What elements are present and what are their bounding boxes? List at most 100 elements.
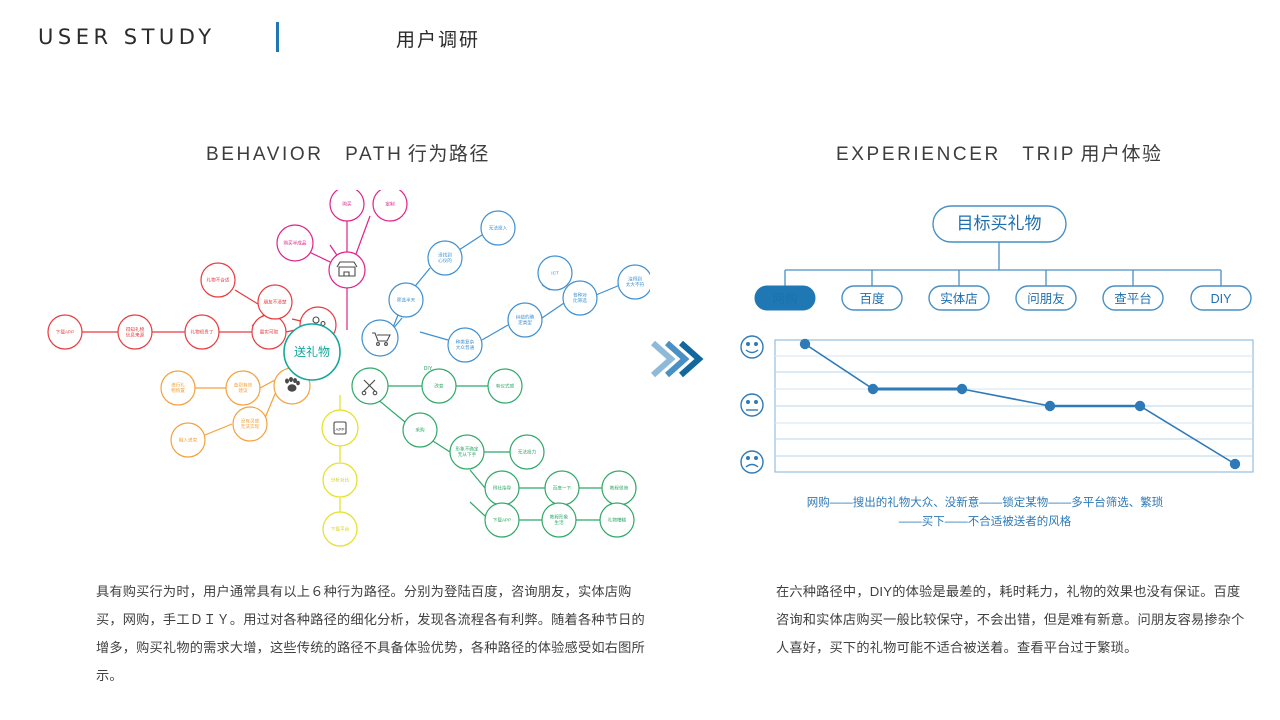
svg-text:采购: 采购: [415, 427, 425, 434]
tree-connectors: [784, 242, 1222, 286]
chart-y-axis-faces: [740, 335, 764, 474]
chart-point-3[interactable]: [1044, 400, 1056, 412]
tree-node-label-0: 网购: [772, 291, 797, 306]
svg-text:教程形象: 教程形象: [550, 514, 569, 521]
tree-node-label-3: 问朋友: [1027, 292, 1065, 306]
branch-online-shop-nodes: 筛选半天 没找到 心仪的 无法投入 种类复杂 大众普通 纠结的确 定类型 各种对…: [361, 210, 650, 363]
svg-text:信息来源: 信息来源: [126, 331, 145, 338]
svg-text:分析对比: 分析对比: [331, 477, 350, 484]
svg-text:融入进究: 融入进究: [179, 437, 198, 444]
svg-text:礼物糟糕: 礼物糟糕: [608, 517, 627, 524]
branch-diy-nodes: DIY 改变 有仪式感 采购 形象不确定 无从下手 无法投力 得社指导 百度一下…: [351, 366, 637, 538]
chart-caption-line-2: ——买下——不合适被送者的风格: [898, 516, 1072, 528]
svg-text:筛选半天: 筛选半天: [397, 297, 416, 304]
chart-point-4[interactable]: [1134, 400, 1146, 412]
svg-text:朋友不清楚: 朋友不清楚: [264, 299, 287, 306]
header-title-en: USER STUDY: [38, 25, 216, 49]
chart-point-5[interactable]: [1229, 458, 1241, 470]
page-header: USER STUDY 用户调研: [0, 0, 1280, 78]
svg-text:物购置: 物购置: [171, 387, 185, 394]
svg-text:无从下手: 无从下手: [458, 451, 477, 458]
svg-text:得知礼物: 得知礼物: [126, 326, 145, 333]
tree-node-chapingtai[interactable]: [1102, 285, 1164, 311]
experience-title-cn: 用户体验: [1080, 144, 1163, 165]
chart-point-0[interactable]: [799, 338, 811, 350]
svg-text:礼物很贵了: 礼物很贵了: [191, 329, 214, 336]
cart-icon: [372, 332, 391, 346]
experience-trip-title: EXPERIENCER TRIP 用户体验: [836, 139, 1163, 166]
tree-node-label-2: 实体店: [940, 291, 978, 306]
experience-title-en: EXPERIENCER TRIP: [836, 144, 1077, 165]
tree-node-baidu[interactable]: [841, 285, 903, 311]
svg-text:比筛选: 比筛选: [573, 297, 587, 304]
svg-text:DIY: DIY: [424, 366, 433, 372]
paw-icon: [285, 377, 300, 392]
svg-text:最实可取: 最实可取: [260, 329, 279, 336]
mindmap-center-node: 送礼物: [283, 323, 341, 381]
svg-text:礼物不合适: 礼物不合适: [207, 277, 230, 284]
app-icon: APP: [333, 421, 347, 435]
shop-icon: [336, 261, 358, 277]
tree-node-shitidian[interactable]: [928, 285, 990, 311]
tree-node-wenpengyou[interactable]: [1015, 285, 1077, 311]
svg-text:没找到: 没找到: [438, 252, 452, 259]
svg-text:教程很简: 教程很简: [610, 485, 629, 492]
chart-data-points: [799, 338, 1241, 470]
branch-shop-nodes: 购买 定制 购买半成品: [276, 190, 408, 289]
behavior-description-paragraph: 具有购买行为时，用户通常具有以上６种行为路径。分别为登陆百度，咨询朋友，实体店购…: [96, 584, 645, 683]
tree-node-wanggou[interactable]: [754, 285, 816, 311]
svg-text:定制: 定制: [385, 201, 395, 208]
svg-text:有仪式感: 有仪式感: [496, 383, 515, 390]
svg-text:百度一下: 百度一下: [553, 485, 572, 492]
svg-text:下载平台: 下载平台: [331, 526, 350, 533]
svg-text:定类型: 定类型: [518, 319, 532, 326]
svg-text:得社指导: 得社指导: [493, 485, 512, 492]
scissors-icon: [361, 379, 378, 396]
branch-app-nodes: APP 分析对比 下载平台: [321, 409, 359, 547]
svg-text:生活: 生活: [554, 519, 564, 526]
svg-text:购买半成品: 购买半成品: [284, 240, 307, 247]
behavior-title-en: BEHAVIOR PATH: [206, 144, 404, 165]
chart-point-1[interactable]: [867, 383, 879, 395]
mindmap-center-label: 送礼物: [294, 344, 330, 359]
svg-text:查到有效: 查到有效: [234, 382, 253, 389]
svg-text:购买: 购买: [342, 201, 352, 208]
chart-gridlines: [774, 339, 1254, 473]
experience-journey-chart: [730, 325, 1260, 490]
svg-text:各种对: 各种对: [573, 292, 587, 299]
chart-point-2[interactable]: [956, 383, 968, 395]
svg-text:种类复杂: 种类复杂: [456, 339, 475, 346]
svg-text:下载APP: 下载APP: [56, 329, 74, 336]
smile-face-icon: [740, 335, 764, 359]
svg-text:太大不符: 太大不符: [626, 281, 645, 288]
svg-text:ICT: ICT: [551, 271, 559, 276]
tree-node-label-4: 查平台: [1114, 291, 1152, 306]
tree-node-label-1: 百度: [859, 291, 885, 306]
tree-root-label: 目标买礼物: [957, 214, 1042, 233]
svg-text:没有灵感: 没有灵感: [241, 418, 260, 425]
svg-text:纠结的确: 纠结的确: [516, 314, 535, 321]
svg-text:心仪的: 心仪的: [438, 257, 452, 264]
svg-text:无法实现: 无法实现: [241, 423, 260, 430]
tree-node-diy[interactable]: [1190, 285, 1252, 311]
header-title-cn: 用户调研: [396, 30, 481, 51]
chart-data-line: [804, 343, 1236, 465]
svg-text:形象不确定: 形象不确定: [456, 446, 479, 453]
svg-text:进行礼: 进行礼: [171, 382, 185, 389]
svg-text:无法投力: 无法投力: [518, 449, 537, 456]
neutral-face-icon: [740, 393, 764, 417]
header-divider: [276, 22, 279, 52]
sad-face-icon: [740, 450, 764, 474]
svg-text:无法投入: 无法投入: [489, 225, 508, 232]
svg-text:APP: APP: [335, 427, 344, 432]
svg-text:下载APP: 下载APP: [493, 517, 511, 524]
chart-caption: 网购——搜出的礼物大众、没新意——锁定某物——多平台筛选、繁琐 ——买下——不合…: [760, 494, 1210, 532]
section-arrow-icon: [645, 325, 715, 395]
tree-node-label-5: DIY: [1211, 292, 1233, 306]
tree-children: 网购 百度 实体店 问朋友 查平台 DIY: [754, 285, 1252, 311]
experience-path-tree: .tlbl { font-family: "Liberation Sans", …: [735, 198, 1265, 328]
svg-text:大众普通: 大众普通: [456, 344, 475, 351]
svg-text:改变: 改变: [434, 383, 444, 390]
svg-text:建议: 建议: [238, 387, 248, 394]
